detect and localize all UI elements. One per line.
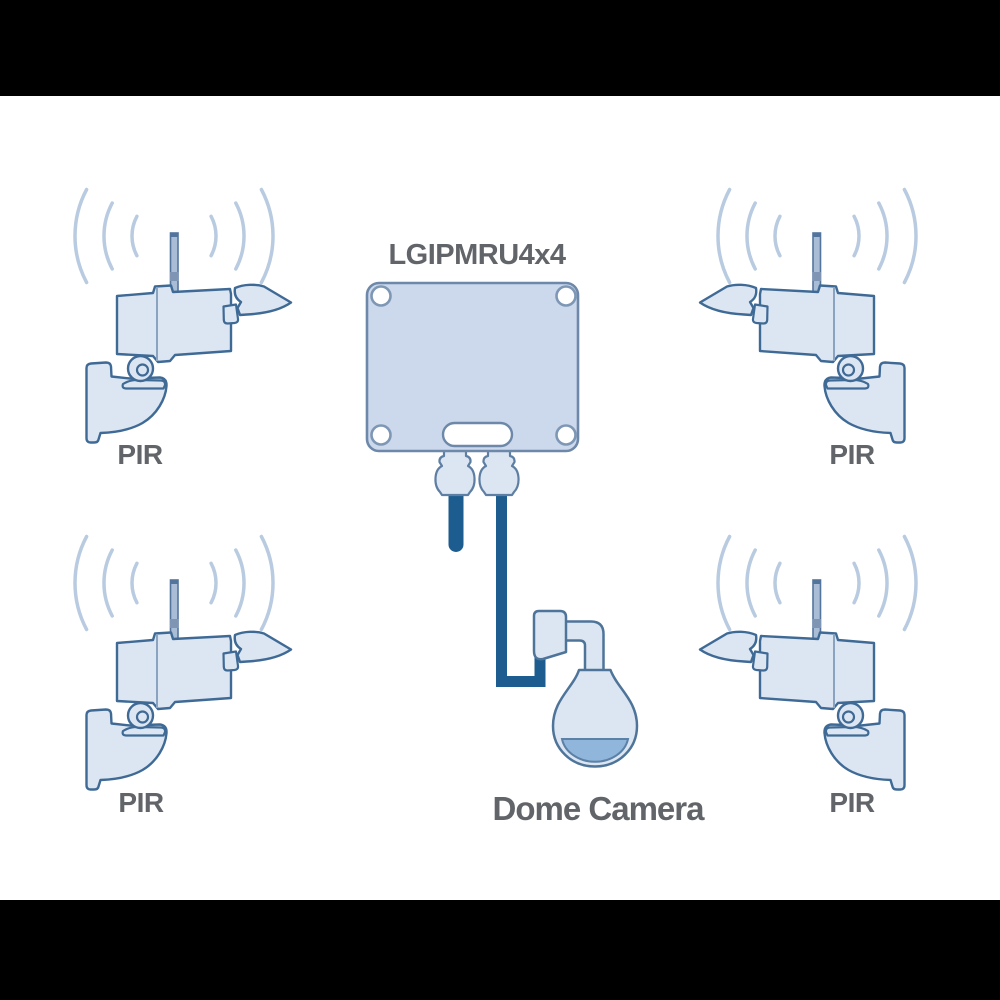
camera-dome-window [560,738,630,763]
pir-sensor-top-right [698,187,918,445]
dome-camera-label: Dome Camera [492,790,705,827]
receiver-unit [365,281,580,497]
screw-top-right [555,285,577,307]
camera-wall-plate [532,609,568,661]
camera-cable [496,478,546,687]
letterbox-top [0,0,1000,96]
pir-label-top-right: PIR [829,439,875,470]
receiver-slot [441,421,514,448]
pir-label-bottom-right: PIR [829,787,875,818]
pir-sensor-bottom-right [698,534,918,792]
letterbox-bottom [0,900,1000,1000]
cable-gland-left [434,448,476,497]
pir-label-bottom-left: PIR [118,787,164,818]
pir-sensor-bottom-left [73,534,293,792]
cable-gland-right [478,448,520,497]
receiver-box [365,281,580,453]
pir-sensor-top-left [73,187,293,445]
receiver-label: LGIPMRU4x4 [388,239,566,271]
camera-arm [560,620,605,673]
dome-camera [532,609,639,768]
receiver-antenna-stub [448,478,464,552]
screw-bottom-left [370,424,392,446]
pir-label-top-left: PIR [117,439,163,470]
screw-top-left [370,285,392,307]
screw-bottom-right [555,424,577,446]
